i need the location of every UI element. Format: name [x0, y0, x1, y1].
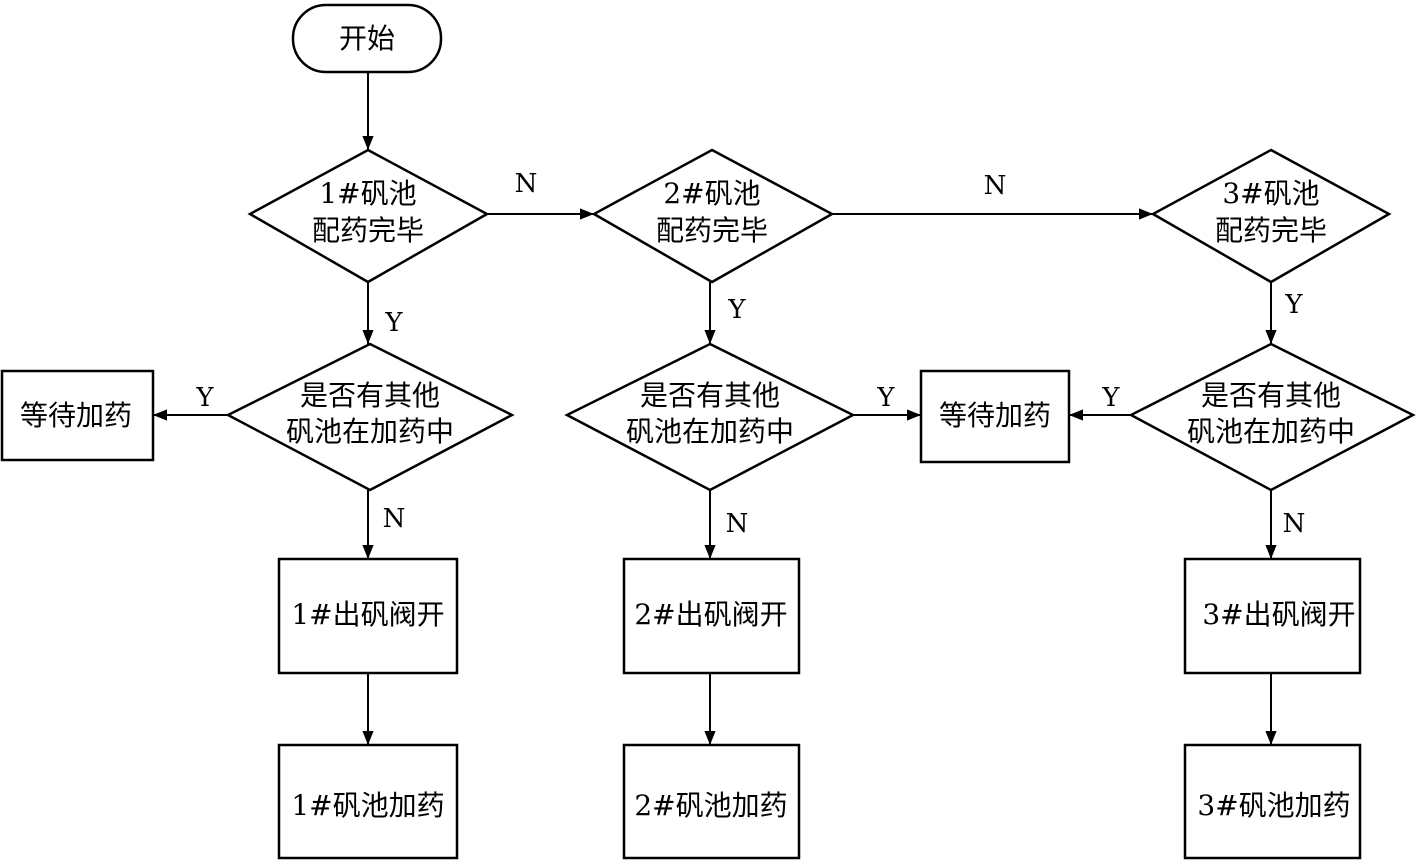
valve-box-1-label: 1#出矾阀开 — [291, 598, 444, 631]
decision-q2-line1: 是否有其他 — [640, 379, 780, 412]
wait-box-2: 等待加药 — [919, 369, 1071, 464]
edge-labels: N N Y Y Y Y Y Y N N N — [195, 169, 1305, 539]
decision-q1: 是否有其他 矾池在加药中 — [225, 342, 515, 492]
start-terminal-shape — [291, 3, 443, 74]
wait-box-1-shape — [0, 369, 155, 462]
decision-d2-line1: 2#矾池 — [663, 177, 760, 210]
decision-d1-shape — [247, 148, 490, 284]
edge-label-q2-valve2: N — [726, 509, 749, 539]
dose-box-3-shape — [1183, 743, 1362, 860]
edge-label-d1-q1: Y — [384, 308, 403, 338]
decision-d2: 2#矾池 配药完毕 — [591, 148, 835, 284]
edge-label-q3-wait2: Y — [1101, 383, 1120, 413]
valve-box-3-label: 3#出矾阀开 — [1202, 598, 1355, 631]
decision-d2-line2: 配药完毕 — [656, 214, 768, 247]
edge-label-d3-q3: Y — [1284, 290, 1303, 320]
edge-label-q3-valve3: N — [1283, 509, 1306, 539]
edge-label-q1-valve1: N — [383, 504, 406, 534]
decision-d3-line2: 配药完毕 — [1215, 214, 1327, 247]
edge-label-d1-d2: N — [515, 169, 538, 199]
wait-box-1: 等待加药 — [0, 369, 155, 462]
dose-box-1: 1#矾池加药 — [277, 743, 459, 860]
wait-box-2-shape — [919, 369, 1071, 464]
decision-q2: 是否有其他 矾池在加药中 — [564, 342, 856, 492]
decision-d3: 3#矾池 配药完毕 — [1150, 148, 1392, 284]
start-label: 开始 — [339, 22, 395, 55]
decision-q3-shape — [1128, 342, 1416, 492]
dose-box-2-label: 2#矾池加药 — [634, 789, 787, 822]
dose-box-1-label: 1#矾池加药 — [291, 789, 444, 822]
valve-box-2-shape — [622, 557, 801, 675]
decision-q2-shape — [564, 342, 856, 492]
valve-box-1-shape — [277, 557, 459, 675]
decision-q3-line1: 是否有其他 — [1201, 379, 1341, 412]
decision-d3-line1: 3#矾池 — [1222, 177, 1319, 210]
decision-d1: 1#矾池 配药完毕 — [247, 148, 490, 284]
connectors — [153, 72, 1277, 745]
edge-label-d2-d3: N — [984, 171, 1007, 201]
edge-label-q2-wait2: Y — [876, 383, 895, 413]
valve-box-2-label: 2#出矾阀开 — [634, 598, 787, 631]
edge-label-d2-q2: Y — [727, 295, 746, 325]
decision-d3-shape — [1150, 148, 1392, 284]
decision-d2-shape — [591, 148, 835, 284]
decision-q1-line1: 是否有其他 — [300, 379, 440, 412]
wait-box-2-label: 等待加药 — [939, 399, 1051, 432]
decision-q3-line2: 矾池在加药中 — [1187, 415, 1355, 448]
dose-box-3-label: 3#矾池加药 — [1197, 789, 1350, 822]
valve-box-3-shape — [1183, 557, 1362, 675]
start-node: 开始 — [291, 3, 443, 74]
dose-box-1-shape — [277, 743, 459, 860]
dose-box-3: 3#矾池加药 — [1183, 743, 1362, 860]
dose-box-2: 2#矾池加药 — [622, 743, 801, 860]
edge-label-q1-wait1: Y — [195, 383, 214, 413]
dose-box-2-shape — [622, 743, 801, 860]
decision-q1-line2: 矾池在加药中 — [286, 415, 454, 448]
valve-box-1: 1#出矾阀开 — [277, 557, 459, 675]
valve-box-3: 3#出矾阀开 — [1183, 557, 1362, 675]
decision-q2-line2: 矾池在加药中 — [626, 415, 794, 448]
wait-box-1-label: 等待加药 — [20, 399, 132, 432]
decision-d1-line2: 配药完毕 — [312, 214, 424, 247]
decision-q3: 是否有其他 矾池在加药中 — [1128, 342, 1416, 492]
decision-q1-shape — [225, 342, 515, 492]
valve-box-2: 2#出矾阀开 — [622, 557, 801, 675]
decision-d1-line1: 1#矾池 — [319, 177, 416, 210]
